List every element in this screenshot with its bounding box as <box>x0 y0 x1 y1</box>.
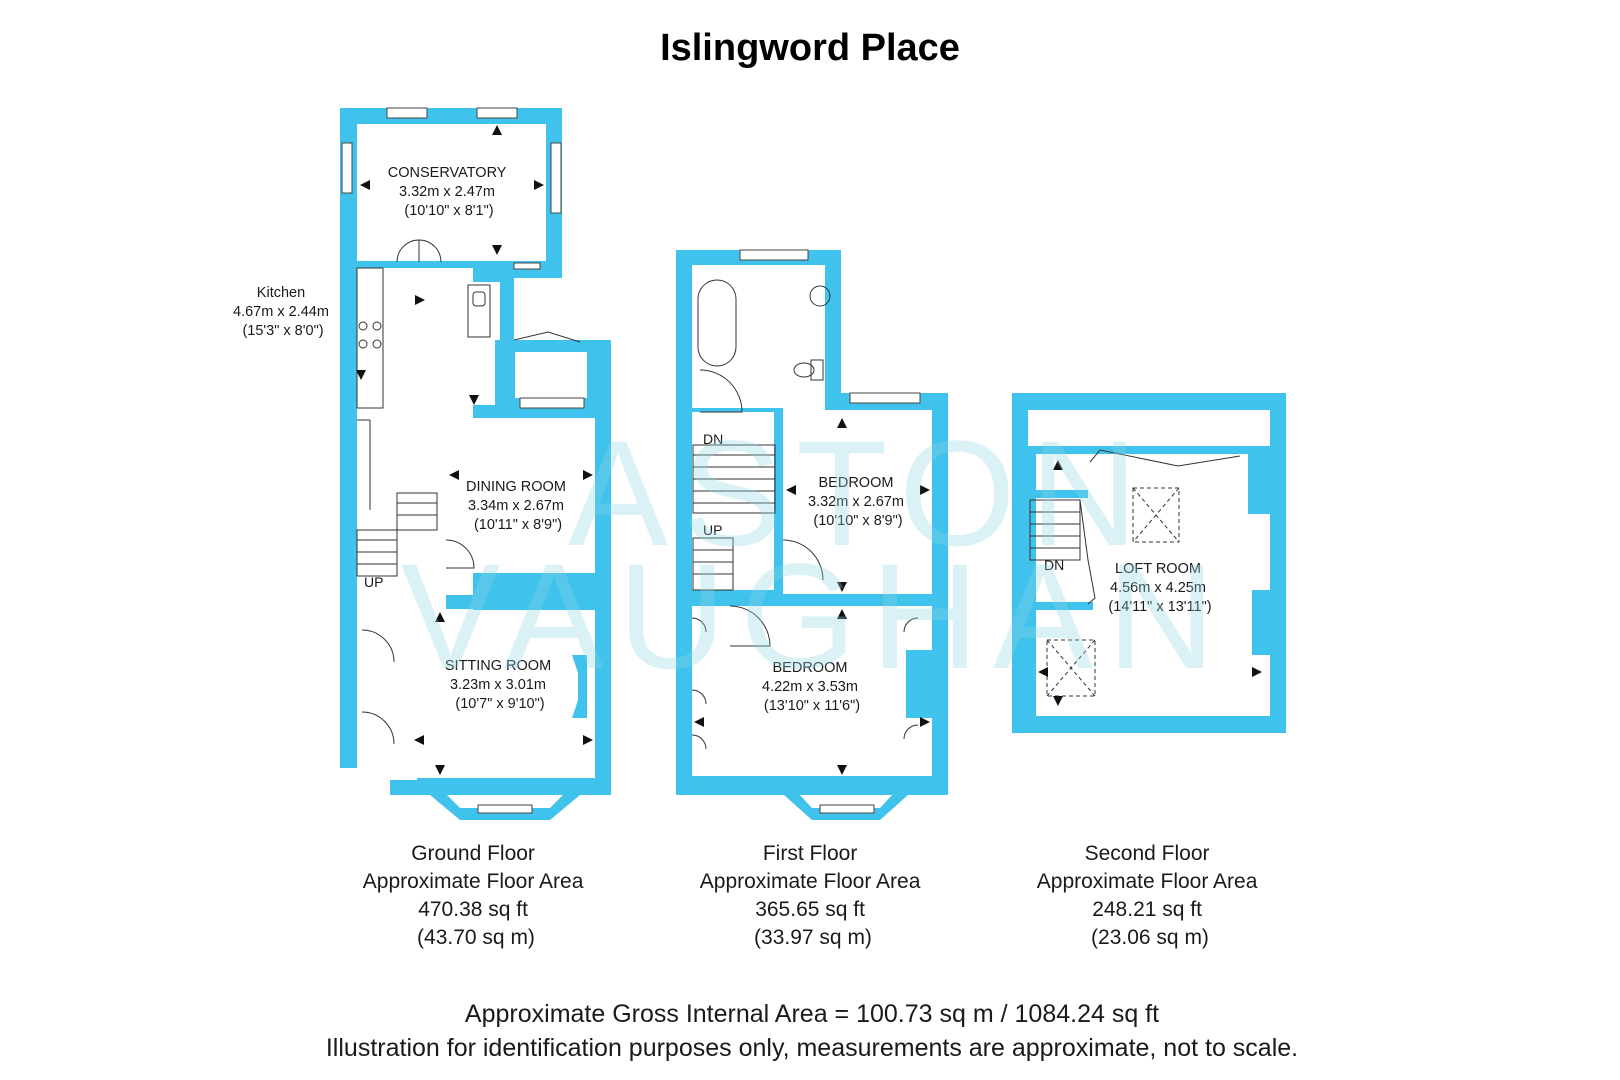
stair-label-down: DN <box>1044 557 1064 573</box>
stair-label-up: UP <box>703 522 722 538</box>
room-label-bedroom-rear: BEDROOM 3.32m x 2.67m (10'10" x 8'9") <box>808 475 908 529</box>
stair-label-down: DN <box>703 431 723 447</box>
page-title: Islingword Place <box>660 27 960 69</box>
watermark-line-1: ASTON <box>568 409 1152 577</box>
room-label-loft-room: LOFT ROOM 4.56m x 4.25m (14'11" x 13'11"… <box>1108 561 1211 615</box>
caption-first-floor: First Floor Approximate Floor Area 365.6… <box>700 842 926 949</box>
stair-label-up: UP <box>364 574 383 590</box>
ground-floor-plan: CONSERVATORY 3.32m x 2.47m (10'10" x 8'1… <box>233 107 611 820</box>
room-label-bedroom-front: BEDROOM 4.22m x 3.53m (13'10" x 11'6") <box>762 660 862 714</box>
footer-gross-area: Approximate Gross Internal Area = 100.73… <box>465 1000 1159 1028</box>
room-label-sitting-room: SITTING ROOM 3.23m x 3.01m (10'7" x 9'10… <box>445 658 555 712</box>
caption-ground-floor: Ground Floor Approximate Floor Area 470.… <box>363 842 589 949</box>
first-floor-plan: BEDROOM 3.32m x 2.67m (10'10" x 8'9") BE… <box>676 249 948 820</box>
room-label-kitchen: Kitchen 4.67m x 2.44m (15'3" x 8'0") <box>233 285 333 339</box>
second-floor-plan: LOFT ROOM 4.56m x 4.25m (14'11" x 13'11"… <box>1012 393 1286 733</box>
watermark-line-2: VAUGHAN <box>401 532 1230 700</box>
footer-disclaimer: Illustration for identification purposes… <box>326 1034 1298 1062</box>
room-label-dining-room: DINING ROOM 3.34m x 2.67m (10'11" x 8'9"… <box>466 479 570 533</box>
caption-second-floor: Second Floor Approximate Floor Area 248.… <box>1037 842 1263 949</box>
room-label-conservatory: CONSERVATORY 3.32m x 2.47m (10'10" x 8'1… <box>388 165 511 219</box>
